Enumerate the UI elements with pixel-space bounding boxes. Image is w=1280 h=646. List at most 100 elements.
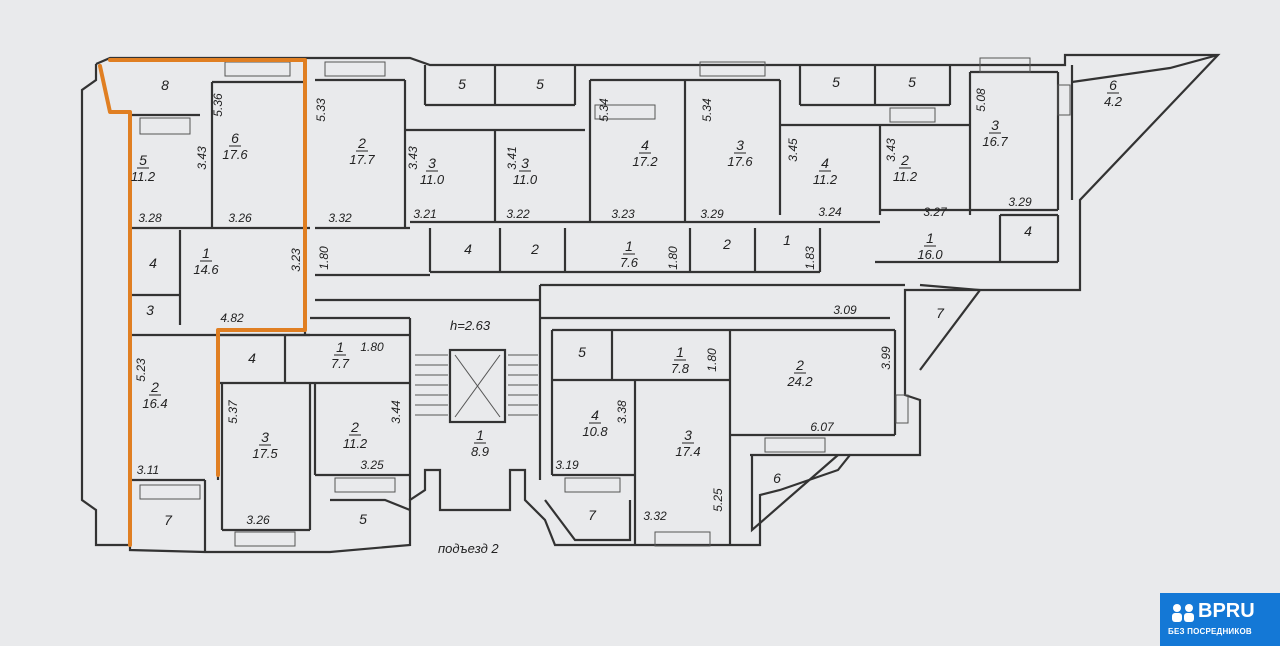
room-number: 2 — [530, 241, 539, 257]
dimension-label: 5.34 — [597, 98, 611, 122]
room-number: 3 — [261, 429, 269, 445]
room-label: 7 — [936, 305, 945, 321]
room-area: 17.2 — [632, 154, 658, 169]
dimension-label: 5.08 — [974, 88, 988, 112]
room-area: 11.0 — [513, 172, 538, 187]
dimension-label: 3.41 — [505, 146, 519, 169]
room-label: 3 — [146, 302, 154, 318]
room-label: 4 — [1024, 223, 1032, 239]
dimension-label: 3.27 — [923, 205, 948, 219]
room-number: 8 — [161, 77, 169, 93]
room-label: 211.2 — [893, 152, 918, 184]
room-label: 317.4 — [675, 427, 700, 459]
room-number: 4 — [821, 155, 829, 171]
dimension-label: 3.38 — [615, 400, 629, 424]
room-label: 511.2 — [131, 152, 156, 184]
room-number: 3 — [736, 137, 744, 153]
room-label: 4 — [248, 350, 256, 366]
dimension-label: 3.23 — [289, 248, 303, 272]
room-number: 6 — [773, 470, 781, 486]
room-label: 6 — [773, 470, 781, 486]
room-label: 5 — [832, 74, 840, 90]
highlight-top — [108, 58, 307, 477]
dimension-label: 3.29 — [1008, 195, 1032, 209]
room-number: 6 — [231, 130, 239, 146]
room-area: 11.2 — [131, 169, 156, 184]
room-number: 5 — [908, 74, 916, 90]
room-number: 1 — [926, 230, 934, 246]
dimension-label: 3.99 — [879, 346, 893, 370]
room-area: 8.9 — [471, 444, 489, 459]
room-number: 3 — [991, 117, 999, 133]
dimension-label: 6.07 — [810, 420, 835, 434]
room-label: 417.2 — [632, 137, 658, 169]
room-label: 211.2 — [343, 419, 368, 451]
dimension-label: 3.22 — [506, 207, 530, 221]
bpru-badge[interactable]: BPRU БЕЗ ПОСРЕДНИКОВ — [1160, 593, 1280, 646]
room-area: 17.6 — [222, 147, 248, 162]
room-label: 224.2 — [786, 357, 813, 389]
room-number: 1 — [202, 245, 210, 261]
room-area: 17.4 — [675, 444, 700, 459]
room-area: 4.2 — [1104, 94, 1123, 109]
room-area: 16.4 — [142, 396, 167, 411]
dimension-label: 3.21 — [413, 207, 436, 221]
dimension-label: 5.36 — [211, 93, 225, 117]
room-label: 5 — [536, 76, 544, 92]
room-number: 1 — [476, 427, 484, 443]
dimension-label: 3.09 — [833, 303, 857, 317]
room-number: 5 — [359, 511, 367, 527]
room-label: 617.6 — [222, 130, 248, 162]
dimension-label: 3.45 — [786, 138, 800, 162]
room-label: 1 — [783, 232, 791, 248]
room-label: 317.5 — [252, 429, 278, 461]
room-number: 4 — [1024, 223, 1032, 239]
room-label: 5 — [908, 74, 916, 90]
room-label: 410.8 — [582, 407, 608, 439]
room-number: 2 — [357, 135, 366, 151]
room-number: 4 — [591, 407, 599, 423]
room-number: 2 — [795, 357, 804, 373]
room-area: 16.0 — [917, 247, 943, 262]
room-number: 3 — [428, 155, 436, 171]
dimension-label: 4.82 — [220, 311, 244, 325]
dimension-label: 3.29 — [700, 207, 724, 221]
room-label: 5 — [578, 344, 586, 360]
dimension-label: 5.34 — [700, 98, 714, 122]
dimension-label: 3.28 — [138, 211, 162, 225]
room-label: 64.2 — [1104, 77, 1123, 109]
room-number: 5 — [536, 76, 544, 92]
room-label: 2 — [530, 241, 539, 257]
dimension-label: 1.83 — [803, 246, 817, 270]
room-label: 8 — [161, 77, 169, 93]
dimension-label: 3.32 — [328, 211, 352, 225]
dimension-label: 3.25 — [360, 458, 384, 472]
room-area: 24.2 — [786, 374, 813, 389]
highlighted-apartment-outline — [98, 64, 132, 547]
entrance-label: подъезд 2 — [438, 541, 499, 556]
room-label: 114.6 — [193, 245, 219, 277]
room-label: 2 — [722, 236, 731, 252]
room-area: 17.5 — [252, 446, 278, 461]
dimension-label: 5.23 — [134, 358, 148, 382]
room-number: 3 — [146, 302, 154, 318]
room-area: 7.8 — [671, 361, 690, 376]
dimension-label: 3.26 — [246, 513, 270, 527]
room-number: 5 — [578, 344, 586, 360]
room-area: 14.6 — [193, 262, 219, 277]
room-label: 311.0 — [420, 155, 445, 187]
ceiling-height-label: h=2.63 — [450, 318, 491, 333]
staircase-steps — [415, 354, 538, 416]
room-number: 7 — [588, 507, 597, 523]
dimension-label: 5.25 — [711, 488, 725, 512]
dimension-label: 5.37 — [226, 399, 240, 424]
badge-title: BPRU — [1198, 600, 1255, 622]
room-number: 7 — [936, 305, 945, 321]
dimension-label: 1.80 — [705, 348, 719, 372]
room-number: 1 — [783, 232, 791, 248]
room-area: 17.6 — [727, 154, 753, 169]
room-number: 2 — [900, 152, 909, 168]
dimension-label: 3.11 — [137, 463, 159, 477]
